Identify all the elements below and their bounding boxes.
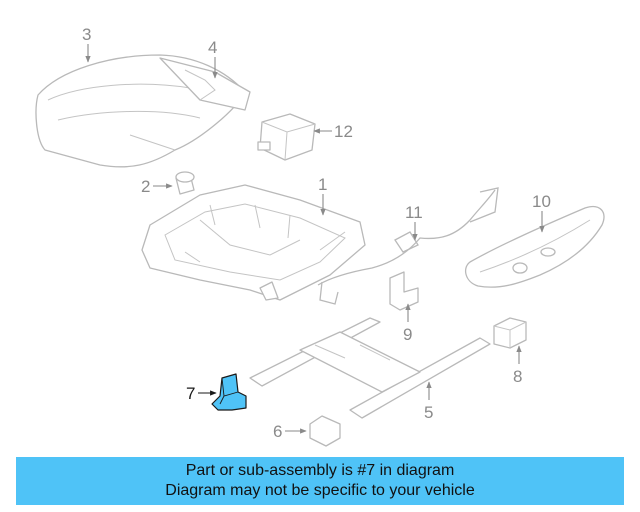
control-module-part[interactable] (257, 113, 316, 161)
callout-8: 8 (513, 367, 522, 386)
bracket-9-part[interactable] (389, 271, 419, 311)
cable-harness-part[interactable] (317, 187, 499, 305)
callout-5: 5 (424, 403, 433, 422)
bracket-6-part[interactable] (309, 415, 341, 447)
bracket-8-part[interactable] (493, 317, 527, 349)
callout-2: 2 (141, 177, 150, 196)
seat-track-part[interactable] (249, 317, 491, 419)
side-trim-panel-part[interactable] (464, 206, 605, 288)
callout-3: 3 (82, 25, 91, 44)
callout-11: 11 (405, 203, 423, 222)
callout-6: 6 (273, 422, 282, 441)
callout-9: 9 (403, 325, 412, 344)
info-banner: Part or sub-assembly is #7 in diagram Di… (16, 457, 624, 505)
callout-1: 1 (318, 175, 327, 194)
parts-diagram: 3 4 12 2 1 11 10 (35, 25, 605, 447)
callout-10: 10 (532, 192, 551, 211)
callout-4: 4 (208, 38, 217, 57)
banner-line-2: Diagram may not be specific to your vehi… (165, 482, 475, 499)
bracket-7-part-highlighted[interactable] (211, 373, 247, 411)
banner-line-1: Part or sub-assembly is #7 in diagram (185, 462, 455, 479)
seat-frame-part[interactable] (141, 184, 366, 301)
seat-cushion-part[interactable] (35, 54, 251, 168)
highlight-fill (211, 373, 247, 411)
fastener-part[interactable] (175, 171, 195, 195)
callout-12: 12 (334, 122, 353, 141)
callout-7: 7 (186, 384, 195, 403)
